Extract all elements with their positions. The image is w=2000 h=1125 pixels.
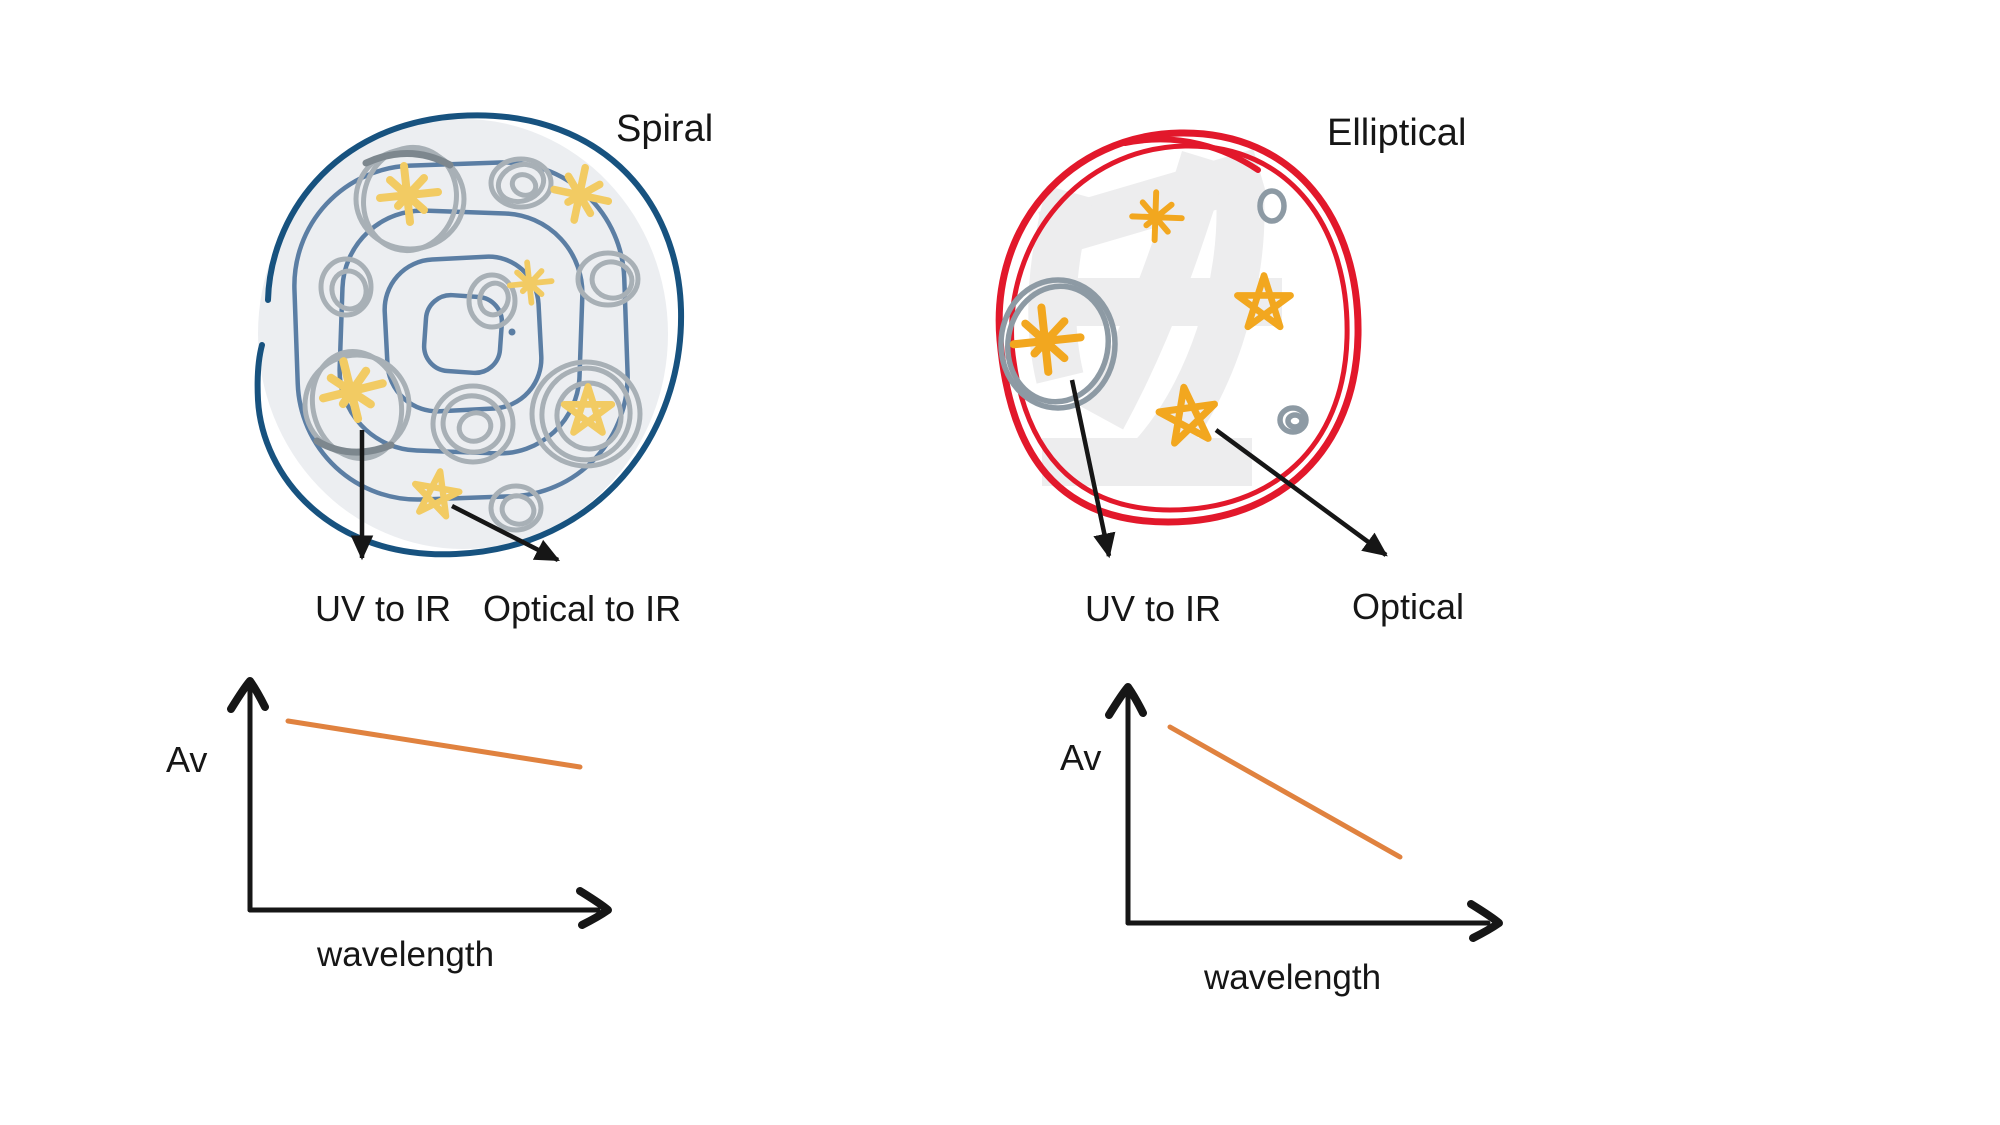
elliptical-title: Elliptical — [1327, 112, 1466, 154]
scribble-stroke — [499, 493, 537, 527]
elliptical-faint-scribbles — [1028, 148, 1282, 486]
scribble-stroke — [1277, 405, 1309, 435]
scribble-stroke — [998, 277, 1118, 411]
dust-cluster — [466, 272, 518, 330]
scribble-stroke — [318, 256, 374, 318]
gray-blob — [1277, 405, 1309, 435]
spiral-uv-label: UV to IR — [315, 588, 451, 629]
scribble-stroke — [430, 383, 516, 465]
scribble-stroke — [362, 150, 454, 169]
scribble-stroke — [488, 156, 554, 210]
dust-cluster — [318, 256, 374, 318]
spiral-optical-arrow — [450, 503, 561, 563]
spiral-attenuation-plot: Av wavelength — [166, 681, 608, 974]
scribble-stroke — [488, 483, 544, 533]
scribble-stroke — [589, 259, 635, 301]
spiral-attenuation-line — [285, 718, 583, 770]
scribble-stroke — [1257, 188, 1287, 224]
dust-cluster — [529, 359, 643, 469]
spiral-galaxy-outline — [254, 112, 685, 558]
elliptical-plot-xlabel: wavelength — [1203, 958, 1381, 997]
scribble-stroke — [313, 437, 395, 456]
scribble-stroke — [456, 410, 494, 444]
spiral-arm-ring-outer — [292, 160, 630, 502]
spiral-arm-ring-inner — [382, 254, 544, 414]
spiral-plot-xlabel: wavelength — [316, 935, 494, 974]
spiral-galaxy-sketch — [254, 112, 685, 558]
dust-cluster — [353, 144, 467, 254]
dust-cluster — [575, 250, 641, 308]
spiral-title: Spiral — [616, 108, 713, 150]
elliptical-annotations: UV to IR Optical — [1069, 379, 1464, 629]
scribble-stroke — [575, 250, 641, 308]
elliptical-attenuation-plot: Av wavelength — [1060, 687, 1499, 997]
scribble-stroke — [329, 268, 369, 312]
elliptical-uv-label: UV to IR — [1085, 588, 1221, 629]
spiral-annotations: UV to IR Optical to IR — [315, 430, 681, 629]
spiral-dust-clusters — [302, 144, 643, 533]
spiral-core-ring — [421, 292, 505, 376]
scribble-stroke — [529, 359, 643, 469]
scribble-stroke — [1004, 283, 1112, 405]
elliptical-attenuation-line — [1167, 724, 1403, 860]
elliptical-galaxy-sketch — [995, 129, 1362, 526]
spiral-arm-ring-middle — [337, 208, 585, 456]
scribble-stroke — [509, 172, 539, 198]
scribble-stroke — [554, 380, 624, 452]
dust-cluster — [488, 156, 554, 210]
spiral-optical-label: Optical to IR — [483, 588, 681, 629]
elliptical-outline — [995, 129, 1362, 526]
spiral-plot-ylabel: Av — [166, 739, 207, 780]
elliptical-outline-tail — [1122, 136, 1261, 173]
gray-blob — [1257, 188, 1287, 224]
scribble-stroke — [361, 144, 459, 254]
scribble-stroke — [1285, 412, 1305, 430]
scribble-stroke — [539, 365, 633, 463]
dust-cluster — [488, 483, 544, 533]
elliptical-plot-ylabel: Av — [1060, 737, 1101, 778]
scribble-stroke — [477, 280, 511, 318]
elliptical-optical-arrow — [1214, 428, 1388, 557]
scribble-stroke — [466, 272, 518, 330]
elliptical-outline-second-stroke — [1009, 143, 1350, 513]
elliptical-gray-circle — [998, 277, 1118, 411]
scribble-stroke — [495, 161, 547, 205]
elliptical-uv-arrow — [1069, 379, 1116, 559]
dust-cluster — [302, 349, 412, 461]
spiral-dot — [508, 328, 516, 336]
elliptical-optical-label: Optical — [1352, 586, 1464, 627]
scribble-stroke — [309, 349, 405, 461]
